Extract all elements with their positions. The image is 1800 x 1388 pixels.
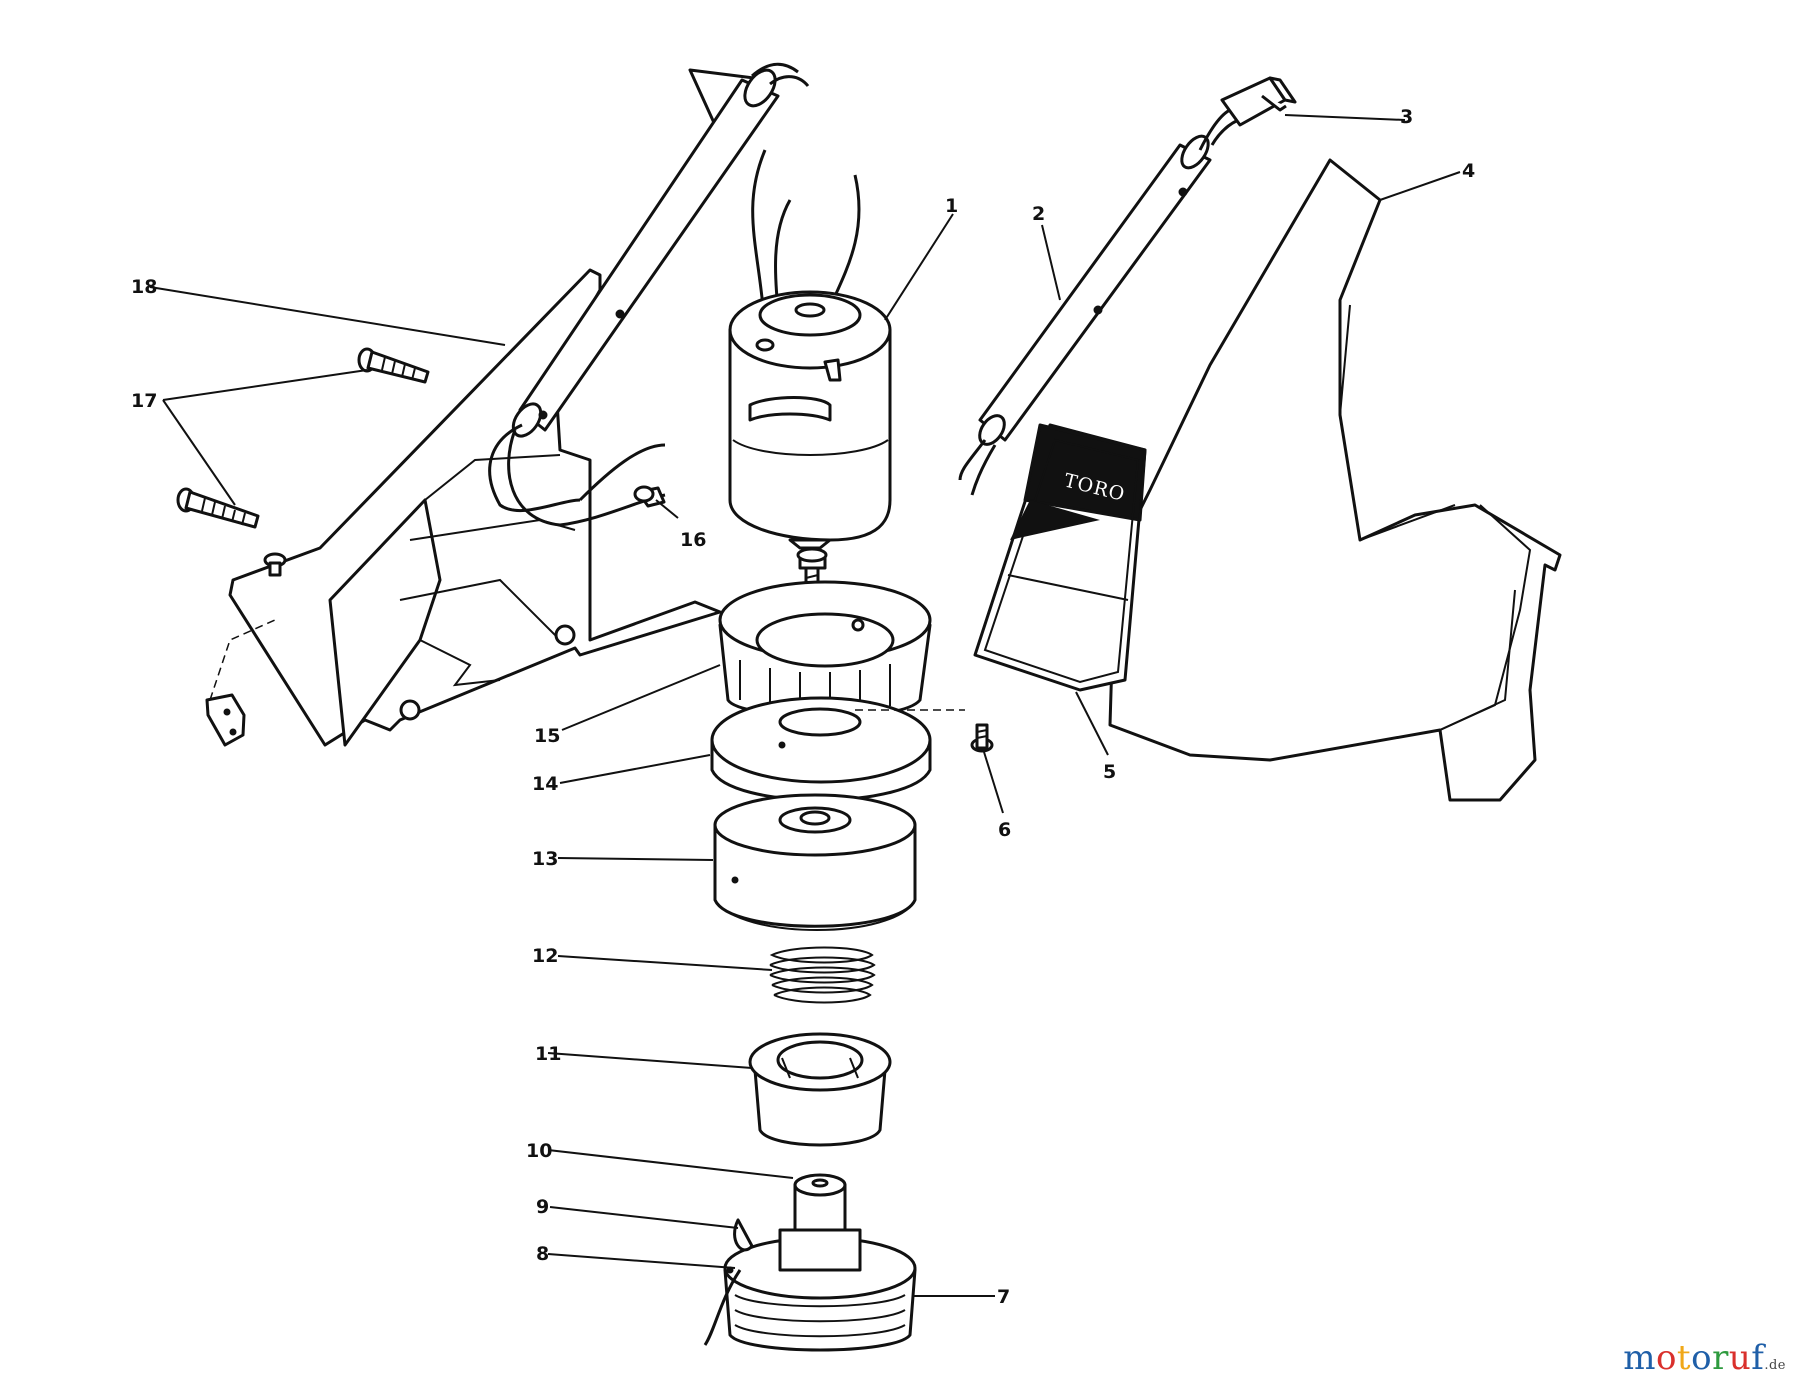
watermark-letter: f (1751, 1338, 1765, 1378)
screw (970, 723, 994, 753)
callout-9: 9 (536, 1196, 549, 1218)
callout-8: 8 (536, 1243, 549, 1265)
leader-lines (149, 114, 1461, 1297)
callout-3: 3 (1400, 106, 1413, 128)
watermark-letter: t (1676, 1338, 1692, 1378)
cover (713, 793, 917, 931)
retainer (710, 696, 965, 802)
small-screw-left (263, 552, 287, 577)
callout-12: 12 (532, 945, 558, 967)
watermark-letter: m (1623, 1338, 1656, 1378)
watermark-letter: u (1728, 1338, 1752, 1378)
callout-11: 11 (535, 1043, 561, 1065)
callout-labels: 1 2 3 4 5 6 7 8 9 10 11 12 13 14 15 16 1… (131, 106, 1475, 1308)
callout-7: 7 (997, 1286, 1010, 1308)
callout-10: 10 (526, 1140, 552, 1162)
callout-6: 6 (998, 819, 1011, 841)
motor (728, 149, 892, 550)
watermark-suffix: .de (1764, 1358, 1786, 1373)
knob (718, 580, 932, 719)
left-handle-tube (511, 62, 810, 438)
watermark-letter: r (1712, 1338, 1729, 1378)
decal-panel: TORO (973, 423, 1147, 692)
housing-half-right (1108, 158, 1562, 802)
callout-16: 16 (680, 529, 706, 551)
callout-17: 17 (131, 390, 157, 412)
bolt-upper (357, 347, 430, 384)
watermark-logo: motoruf.de (1623, 1338, 1786, 1378)
spring (769, 946, 876, 1004)
cord-connector (1198, 76, 1297, 151)
callout-5: 5 (1103, 761, 1116, 783)
callout-4: 4 (1462, 160, 1475, 182)
callout-2: 2 (1032, 203, 1045, 225)
bracket-plate (205, 619, 276, 747)
watermark-letter: o (1691, 1338, 1713, 1378)
bolt-lower (176, 487, 260, 529)
spool-hub (793, 1173, 847, 1242)
callout-13: 13 (532, 848, 558, 870)
watermark-letter: o (1655, 1338, 1677, 1378)
callout-15: 15 (534, 725, 560, 747)
spool-cup (748, 1032, 892, 1147)
callout-18: 18 (131, 276, 157, 298)
left-wires (488, 423, 666, 527)
spool-assembly (703, 1218, 917, 1352)
callout-1: 1 (945, 195, 958, 217)
callout-14: 14 (532, 773, 558, 795)
